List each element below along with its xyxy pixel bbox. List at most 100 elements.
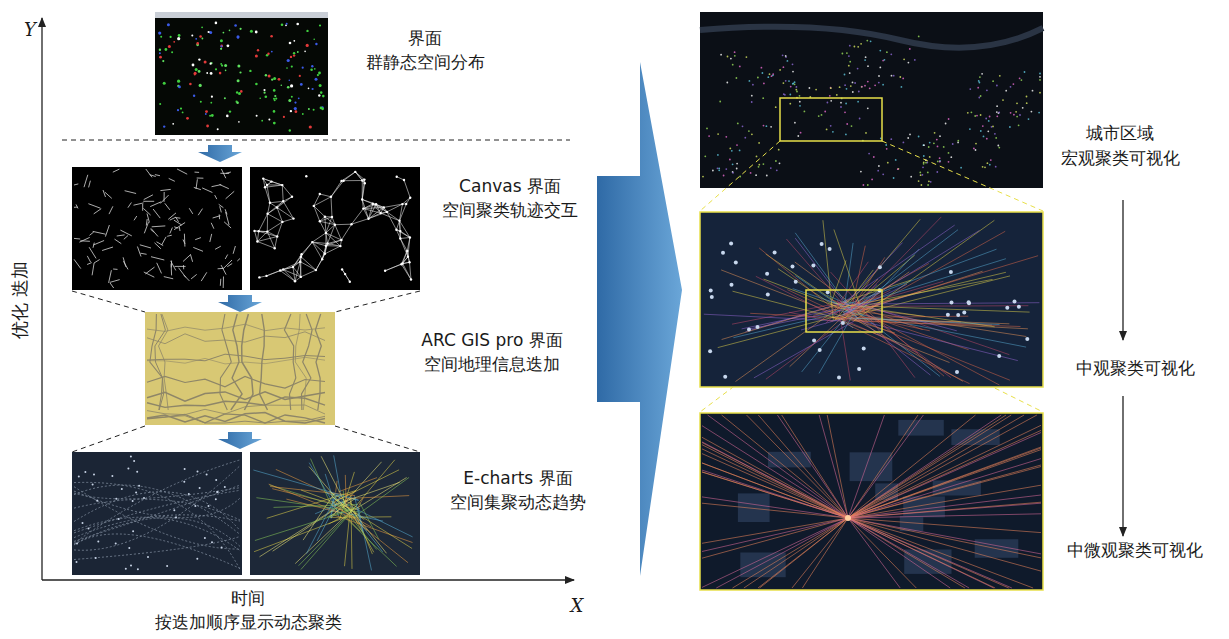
flow <box>733 518 849 588</box>
flow <box>848 485 1041 518</box>
dot <box>930 181 932 183</box>
node-dot <box>407 256 409 258</box>
dot <box>236 102 239 105</box>
dot <box>249 70 251 72</box>
dot <box>1021 79 1023 81</box>
flow <box>253 470 358 500</box>
dot <box>287 59 290 62</box>
node-dot <box>398 220 400 222</box>
link <box>362 200 376 205</box>
dot <box>830 87 832 89</box>
dot <box>729 148 731 150</box>
flow <box>708 415 848 518</box>
station <box>857 367 861 371</box>
trail <box>140 245 151 248</box>
dot <box>186 117 189 120</box>
street <box>147 354 325 361</box>
dot <box>76 543 78 545</box>
dot <box>237 65 240 68</box>
trail <box>88 204 100 209</box>
meso-screenshot <box>700 212 1043 387</box>
dot <box>785 55 787 57</box>
zoom-lines <box>72 291 420 452</box>
big-arrow <box>597 62 682 576</box>
node-dot <box>363 178 365 180</box>
flow <box>338 478 377 492</box>
dot <box>980 114 982 116</box>
link <box>314 194 320 206</box>
macro-clusters <box>700 27 1043 186</box>
dot <box>799 105 801 107</box>
link <box>400 239 407 251</box>
flow <box>345 475 347 506</box>
dot <box>999 75 1001 77</box>
flow <box>848 415 1024 518</box>
flow <box>758 415 848 518</box>
link <box>277 197 292 208</box>
dot <box>206 125 209 128</box>
dot <box>704 155 706 157</box>
dot <box>702 176 704 178</box>
dot <box>933 142 935 144</box>
station <box>723 375 727 379</box>
node-dot <box>281 221 283 223</box>
node-dot <box>401 203 403 205</box>
dot <box>979 76 981 78</box>
dot <box>198 70 201 73</box>
flow <box>736 300 850 381</box>
dot <box>950 156 952 158</box>
dot <box>220 39 223 42</box>
flow <box>848 518 1041 554</box>
dot <box>975 149 977 151</box>
link <box>396 221 399 230</box>
dot <box>259 97 261 99</box>
dot <box>300 83 303 86</box>
link <box>363 209 380 214</box>
dot <box>133 460 135 462</box>
dot <box>914 59 916 61</box>
dot <box>290 84 293 87</box>
dot <box>719 101 721 103</box>
dot <box>985 118 987 120</box>
trail <box>144 195 153 200</box>
street <box>147 357 325 364</box>
dot <box>1039 79 1041 81</box>
dot <box>846 123 848 125</box>
trail <box>109 270 112 283</box>
link <box>335 225 342 240</box>
flow <box>848 518 1041 571</box>
dot <box>1013 83 1015 85</box>
link <box>275 237 278 249</box>
node-dot <box>292 217 294 219</box>
dot <box>221 65 223 67</box>
flow <box>845 272 909 317</box>
dot <box>314 68 316 70</box>
station <box>1017 305 1021 309</box>
dot <box>796 86 798 88</box>
station <box>950 301 954 305</box>
dot <box>288 99 291 102</box>
flow <box>351 495 352 569</box>
station <box>1005 306 1009 310</box>
dot <box>980 95 982 97</box>
dot <box>893 75 895 77</box>
dot <box>859 118 861 120</box>
dot <box>923 144 925 146</box>
link <box>362 200 363 209</box>
dot <box>992 80 994 82</box>
dot <box>125 568 127 570</box>
trail <box>219 204 224 207</box>
building <box>738 493 770 522</box>
dot <box>967 112 969 114</box>
dot <box>948 161 950 163</box>
axis-caption: 按迭加顺序显示动态聚类 <box>155 612 342 632</box>
flow <box>74 518 240 547</box>
flow <box>358 508 371 571</box>
dot <box>177 80 180 83</box>
node-dot <box>313 205 315 207</box>
dot <box>291 66 293 68</box>
node-dot <box>364 182 366 184</box>
dot <box>775 160 777 162</box>
dot <box>918 180 920 182</box>
dot <box>867 184 869 186</box>
